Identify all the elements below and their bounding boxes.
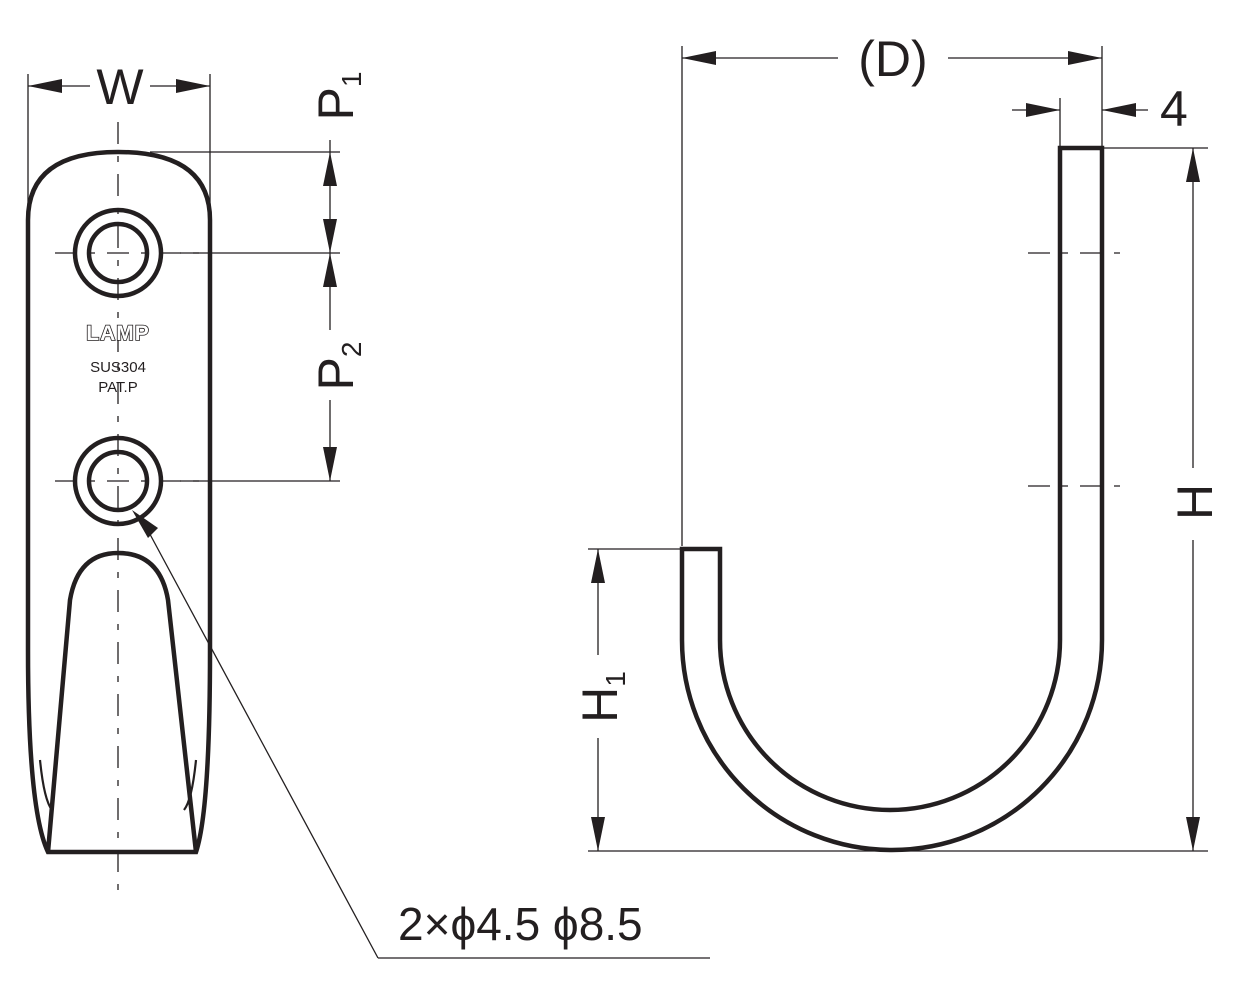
- h-arrow-bottom: [1186, 817, 1200, 851]
- hole-callout-label: 2×ϕ4.5 ϕ8.5: [398, 898, 643, 950]
- material-marking: SUS304: [90, 359, 146, 376]
- d-label: (D): [858, 31, 927, 87]
- h-label: H: [1167, 484, 1223, 520]
- h1-label: H1: [572, 671, 631, 723]
- p2-label: P2: [308, 342, 367, 391]
- w-arrow-right: [176, 79, 210, 93]
- hole-leader-arrowhead: [132, 510, 158, 538]
- front-view: LAMP SUS304 PAT.P W P1 P2 2×ϕ4.5 ϕ8.5: [25, 59, 710, 959]
- hook-inner-profile: [45, 550, 199, 853]
- p2-letter: P: [308, 357, 364, 390]
- h-arrow-top: [1186, 148, 1200, 182]
- plate-edge-left: [38, 759, 53, 811]
- patent-marking: PAT.P: [98, 379, 137, 396]
- d-arrow-left: [682, 51, 716, 65]
- t-arrow-right: [1102, 103, 1136, 117]
- hook-wire-profile: [679, 145, 1105, 853]
- h1-subscript: 1: [600, 671, 631, 687]
- plate-outline: [25, 149, 213, 855]
- p1-arrow-top: [323, 152, 337, 186]
- plate-edge-right: [183, 759, 198, 811]
- p2-arrow-bottom: [323, 447, 337, 481]
- p1-label: P1: [308, 72, 367, 121]
- thickness-label: 4: [1160, 81, 1188, 137]
- hole-leader-line: [144, 524, 379, 959]
- p2-arrow-top: [323, 253, 337, 287]
- p1-letter: P: [308, 87, 364, 120]
- h1-arrow-bottom: [591, 817, 605, 851]
- p1-subscript: 1: [336, 72, 367, 88]
- w-label: W: [96, 59, 144, 115]
- d-arrow-right: [1068, 51, 1102, 65]
- side-view: (D) 4 H H1: [572, 31, 1223, 853]
- p1-arrow-bottom: [323, 219, 337, 253]
- h1-arrow-top: [591, 549, 605, 583]
- t-arrow-left: [1026, 103, 1060, 117]
- brand-logo: LAMP: [86, 322, 150, 345]
- w-arrow-left: [28, 79, 62, 93]
- p2-subscript: 2: [336, 342, 367, 358]
- h1-letter: H: [572, 687, 628, 723]
